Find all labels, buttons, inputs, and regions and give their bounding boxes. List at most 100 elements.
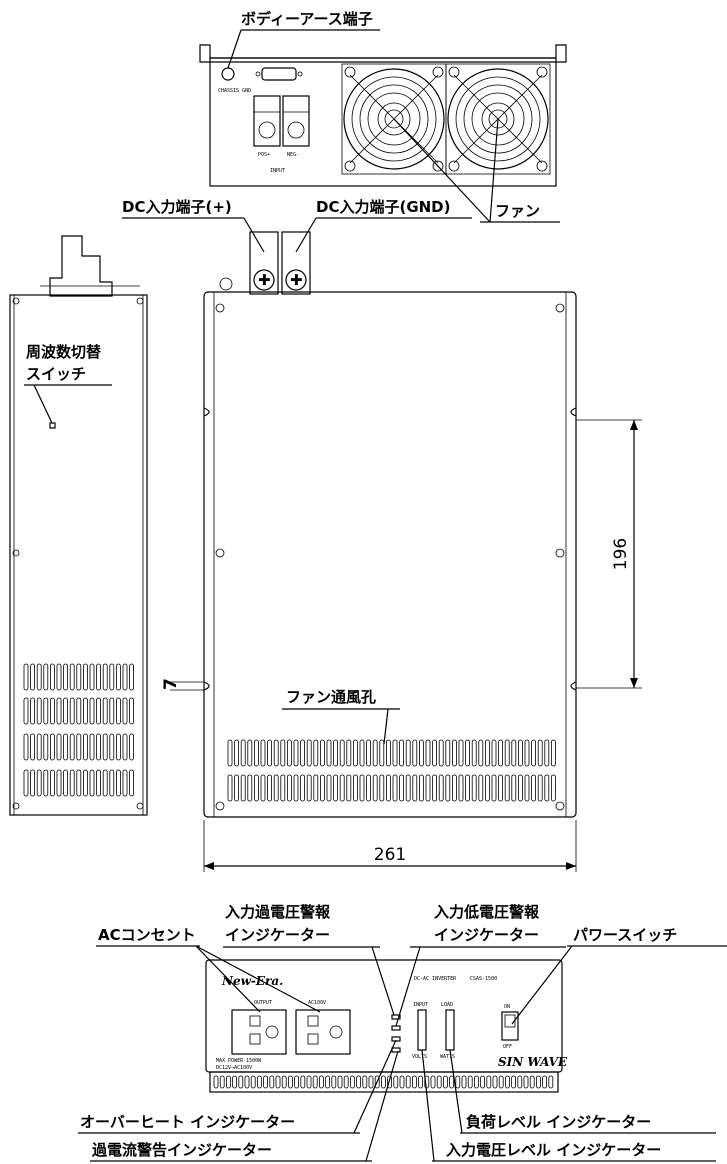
vent-slot [116, 769, 121, 797]
vent-slot [425, 739, 431, 767]
serial-port [261, 67, 297, 81]
vent-slot [379, 739, 385, 767]
vent-slot [465, 774, 471, 802]
dim-width: 261 [374, 845, 406, 865]
vent-slot [267, 774, 273, 802]
vent-slot [445, 774, 451, 802]
vent-slot [352, 774, 358, 802]
vent-slot [69, 663, 75, 691]
vent-slot [411, 1075, 417, 1089]
vent-slot [473, 1075, 479, 1089]
vent-slot [234, 739, 240, 767]
vent-slot [458, 739, 464, 767]
vent-slot [445, 739, 451, 767]
panel-vents [213, 1075, 554, 1089]
svg-text:✚: ✚ [258, 271, 271, 289]
vent-slot [405, 739, 411, 767]
vent-slot [286, 739, 292, 767]
off-text: OFF [503, 1044, 512, 1050]
vent-slot [30, 733, 36, 761]
vent-slot [122, 733, 128, 761]
vent-slot [326, 739, 332, 767]
vent-slot [392, 739, 398, 767]
power-switch[interactable] [501, 1011, 519, 1041]
freq-switch [49, 422, 56, 429]
vent-slot [438, 739, 444, 767]
vent-slot [380, 1075, 386, 1089]
chassis-gnd-terminal [221, 67, 235, 81]
watts-lbl: WATTS [440, 1054, 455, 1060]
vent-slot [484, 739, 490, 767]
input-volt-bar [417, 1009, 427, 1051]
vent-slot [465, 739, 471, 767]
vent-slot [256, 1075, 262, 1089]
vent-slot [524, 774, 530, 802]
vent-slot [346, 739, 352, 767]
vent-slot [30, 769, 36, 797]
svg-text:✚: ✚ [290, 271, 303, 289]
vent-slot [362, 1075, 368, 1089]
vent-slot [478, 739, 484, 767]
vent-slot [43, 769, 49, 797]
low-volt-label-1: 入力低電圧警報 [434, 903, 540, 921]
overheat-label: オーバーヒート インジケーター [80, 1113, 295, 1131]
vent-slot [511, 774, 517, 802]
vent-slot [504, 739, 510, 767]
vent-slot [36, 769, 42, 797]
vent-slot [392, 774, 398, 802]
vent-slot [548, 1075, 554, 1089]
max-power-text: MAX POWER 1500W [216, 1058, 262, 1064]
vent-slot [458, 774, 464, 802]
vent-slot [544, 774, 550, 802]
vent-slot [451, 739, 457, 767]
vent-slot [253, 774, 259, 802]
vent-slot [83, 663, 88, 691]
vent-slot [23, 663, 29, 691]
vent-slot [524, 739, 530, 767]
overcurrent-label: 過電流警告インジケーター [91, 1141, 272, 1159]
body-earth-label: ボディーアース端子 [241, 10, 373, 28]
vent-slot [244, 1075, 250, 1089]
vent-slot [343, 1075, 349, 1089]
vent-slot [280, 774, 286, 802]
vent-slot [89, 663, 95, 691]
vent-slot [260, 774, 266, 802]
vent-slot [102, 697, 108, 725]
neg-text: NEG- [287, 152, 299, 158]
vent-slot [352, 739, 358, 767]
vent-slot [273, 739, 279, 767]
vent-slot [36, 733, 42, 761]
vent-slot [129, 733, 135, 761]
vent-slot [234, 774, 240, 802]
vent-slot [253, 739, 259, 767]
vent-slot [306, 739, 312, 767]
sine-wave-logo: SIN WAVE [498, 1055, 568, 1069]
vent-slot [544, 739, 550, 767]
vent-slot [412, 739, 418, 767]
chassis-gnd-text: CHASSIS GND [218, 88, 251, 94]
vent-slot [269, 1075, 275, 1089]
vent-slot [471, 739, 477, 767]
vent-slot [356, 1075, 362, 1089]
vent-slot [109, 697, 115, 725]
vent-slot [56, 663, 62, 691]
vent-slot [372, 774, 378, 802]
vent-slot [480, 1075, 486, 1089]
fan-right [445, 63, 551, 175]
dc-gnd-label: DC入力端子(GND) [316, 198, 451, 216]
vent-slot [346, 774, 352, 802]
vent-slot [498, 739, 504, 767]
vent-slot [63, 663, 68, 691]
fan-label: ファン [495, 202, 540, 220]
vent-slot [461, 1075, 467, 1089]
vent-slot [430, 1075, 436, 1089]
vent-slot [531, 774, 536, 802]
vent-slot [529, 1075, 535, 1089]
over-volt-label-2: インジケーター [225, 926, 330, 944]
vent-slot [63, 697, 68, 725]
vent-slot [281, 1075, 287, 1089]
over-volt-led [391, 1014, 401, 1020]
vent-slot [238, 1075, 244, 1089]
vent-slot [432, 774, 438, 802]
vent-slot [511, 739, 517, 767]
